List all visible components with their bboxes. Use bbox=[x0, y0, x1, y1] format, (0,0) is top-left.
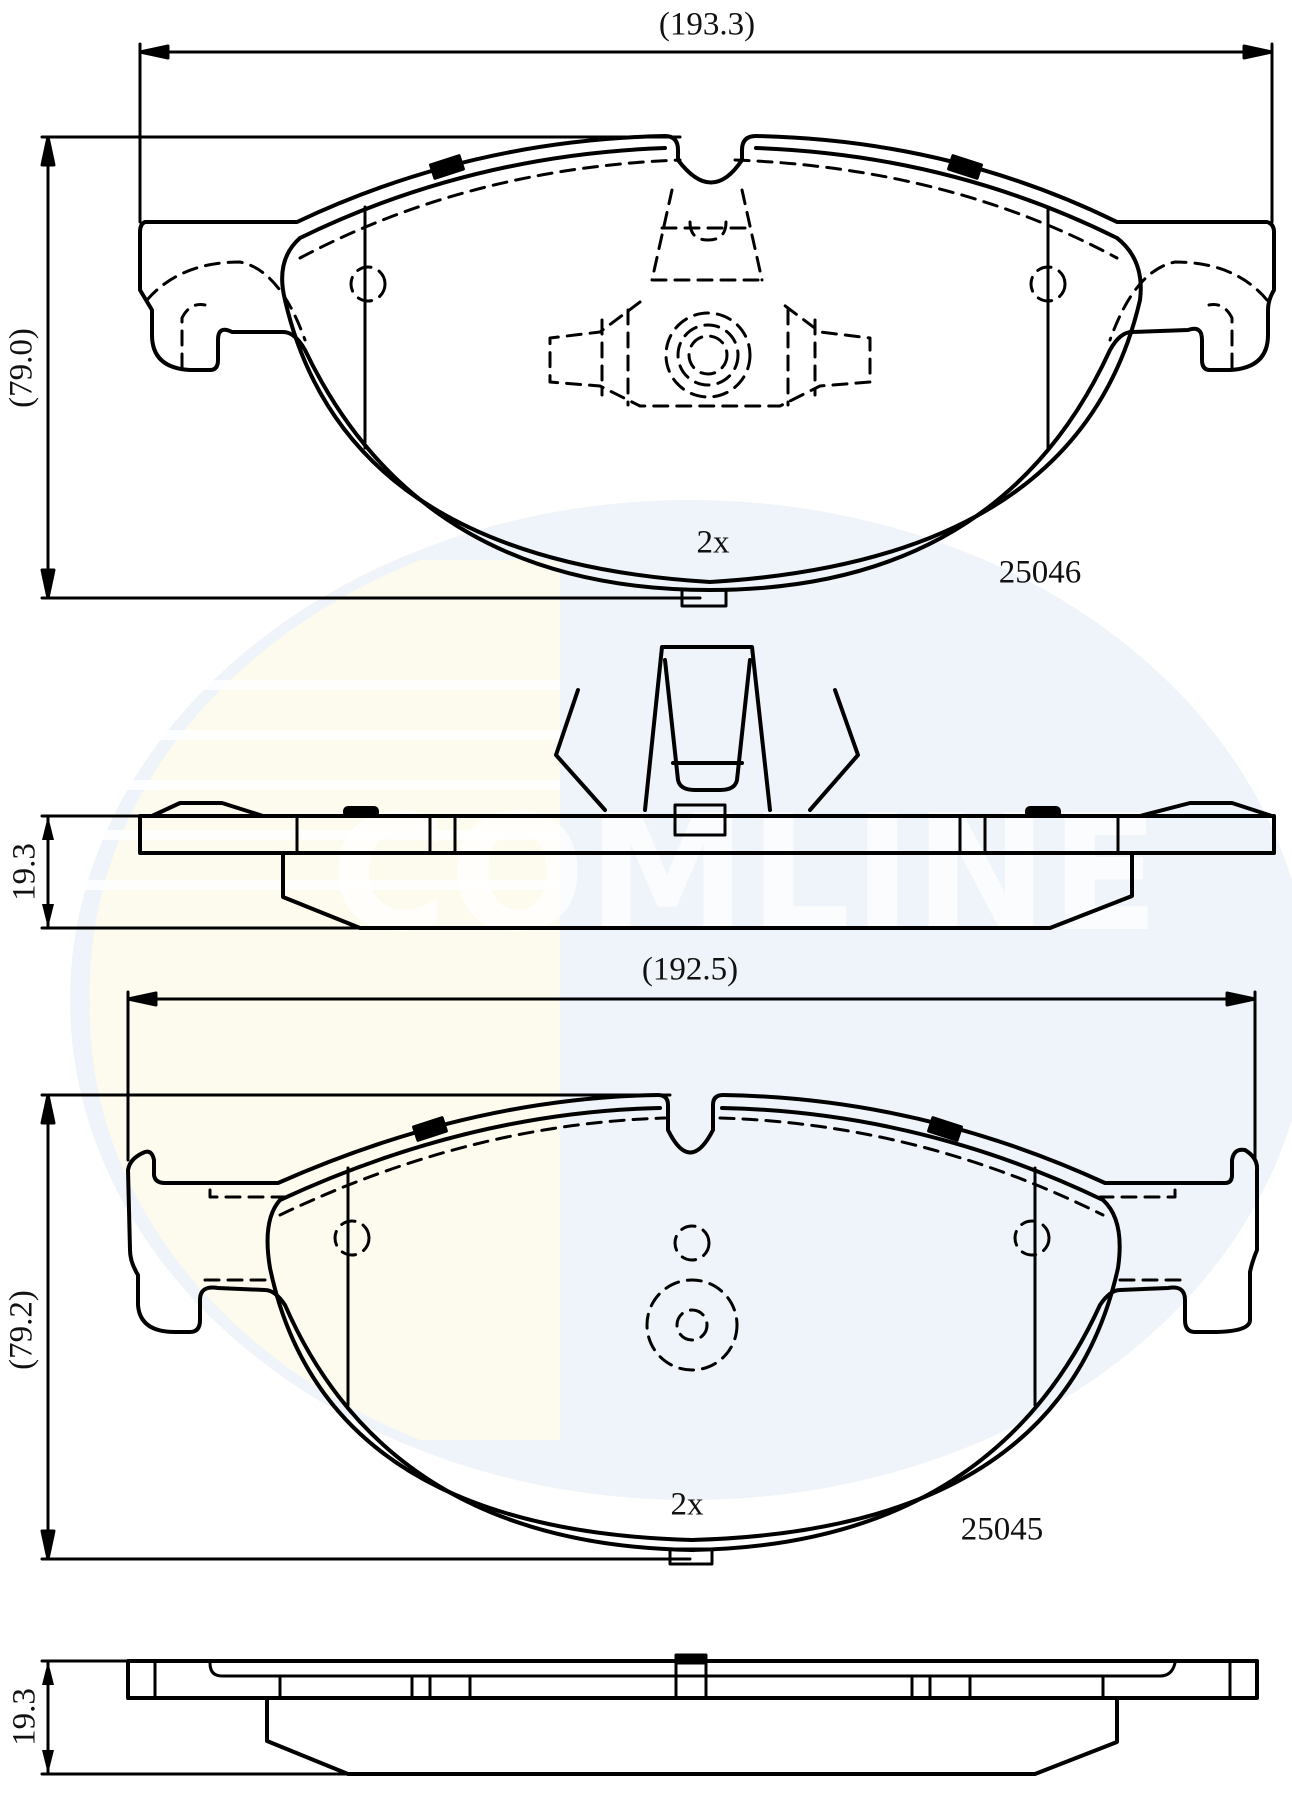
pad-25045-width-dimension: (192.5) bbox=[641, 951, 739, 988]
pad-25045-hidden-lines bbox=[203, 1116, 1182, 1372]
pad-25046-thickness-dimension: 19.3 bbox=[6, 843, 43, 901]
pad-25046-height-dimension: (79.0) bbox=[3, 328, 40, 408]
pad-25045-dimensions bbox=[40, 990, 1257, 1561]
pad-25046-part-number: 25046 bbox=[998, 554, 1082, 591]
pad-25045-outline bbox=[126, 1093, 1260, 1552]
pad-25045-thickness-dimension: 19.3 bbox=[6, 1688, 43, 1746]
pad-25046-dimensions bbox=[40, 42, 1274, 600]
pad-25046-quantity: 2x bbox=[696, 524, 730, 561]
pad-25046-side-view bbox=[40, 645, 1276, 930]
watermark-text: COMLINE bbox=[330, 780, 1162, 967]
pad-25046-hidden-lines bbox=[145, 158, 1269, 408]
pad-25045-height-dimension: (79.2) bbox=[3, 1290, 40, 1370]
pad-25046-width-dimension: (193.3) bbox=[658, 6, 756, 43]
pad-25045-part-number: 25045 bbox=[960, 1511, 1044, 1548]
pad-25046-outline bbox=[138, 134, 1276, 592]
pad-25045-quantity: 2x bbox=[670, 1486, 704, 1523]
pad-25045-side-view bbox=[40, 1653, 1259, 1776]
